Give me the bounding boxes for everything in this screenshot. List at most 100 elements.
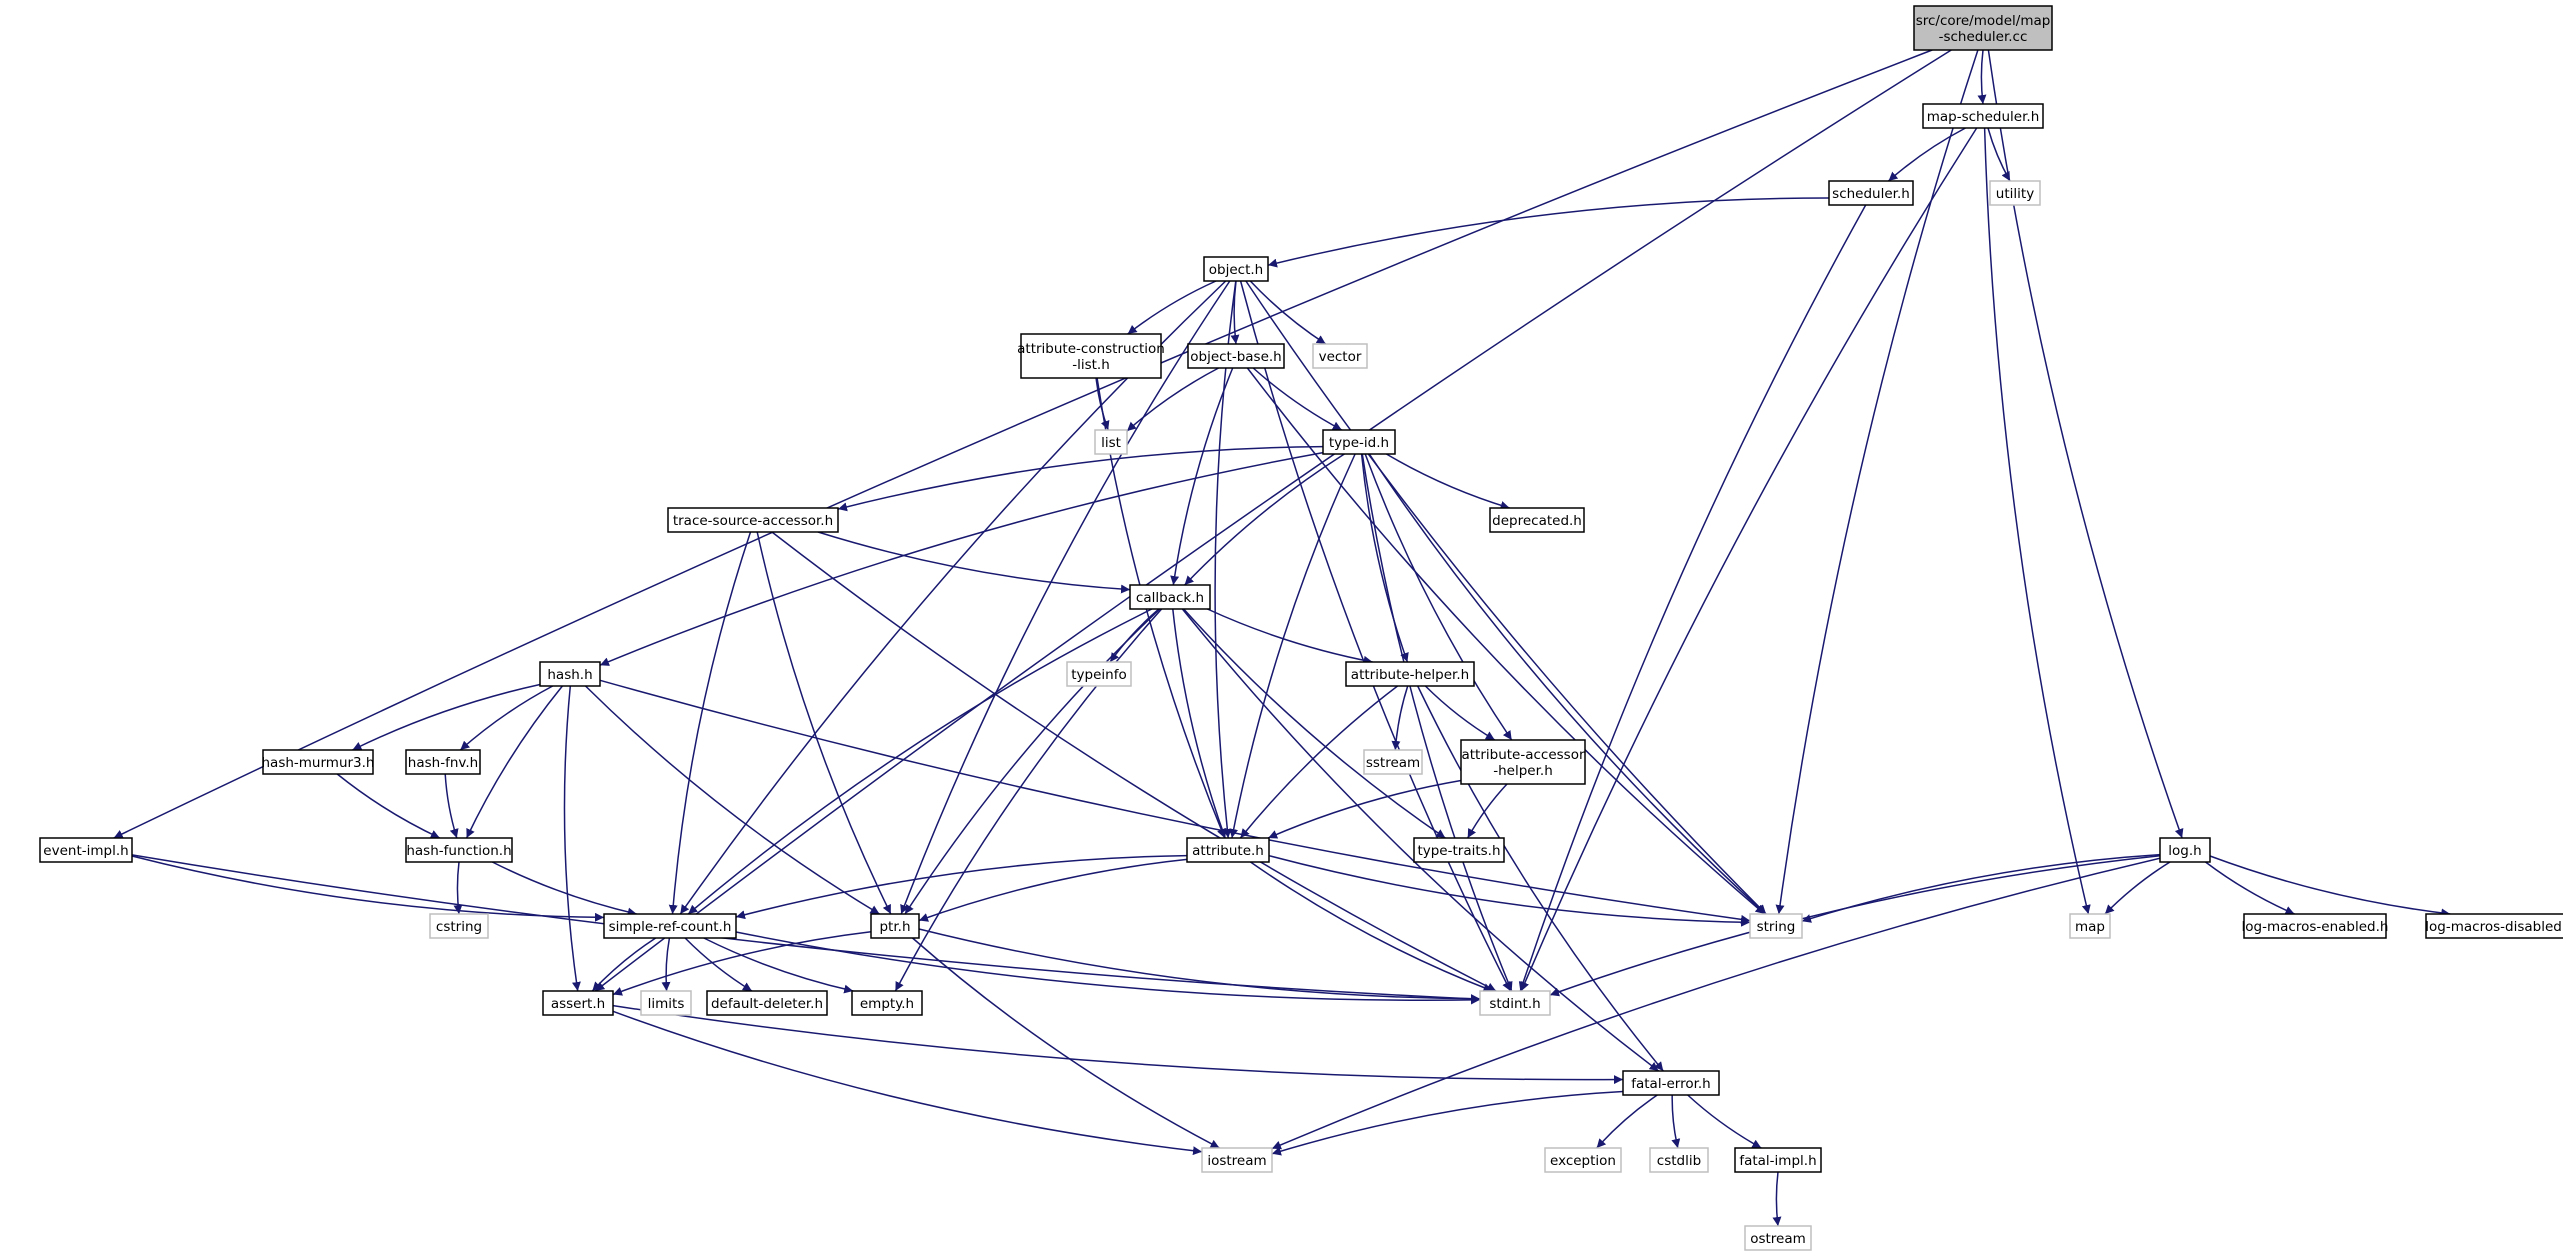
edge-attribute-h-to-ptr-h bbox=[918, 858, 1188, 922]
node-attribute-construction-list-h[interactable]: attribute-construction-list.h bbox=[1017, 333, 1165, 379]
node-fatal-error-h[interactable]: fatal-error.h bbox=[1622, 1070, 1720, 1096]
node-box bbox=[1413, 837, 1505, 863]
edge-assert-h-to-iostream bbox=[612, 1010, 1203, 1156]
node-label: iostream bbox=[1207, 1153, 1266, 1169]
node-exception: exception bbox=[1544, 1147, 1622, 1173]
node-assert-h[interactable]: assert.h bbox=[542, 990, 614, 1016]
node-object-h[interactable]: object.h bbox=[1203, 256, 1269, 282]
edge-type-id-h-to-trace-source-accessor-h bbox=[837, 445, 1324, 512]
node-label: limits bbox=[648, 996, 685, 1012]
node-scheduler-h[interactable]: scheduler.h bbox=[1828, 180, 1914, 206]
edge-attribute-helper-h-to-attribute-accessor-helper-h bbox=[1424, 685, 1496, 741]
node-box bbox=[1201, 1147, 1273, 1173]
edge-hash-h-to-hash-fnv-h bbox=[459, 685, 554, 751]
node-box bbox=[1989, 180, 2041, 206]
edge-object-base-h-to-callback-h bbox=[1170, 367, 1234, 586]
edge-attribute-accessor-helper-h-to-attribute-h bbox=[1267, 779, 1462, 839]
edge-hash-function-h-to-cstring bbox=[453, 861, 463, 915]
node-label: fatal-error.h bbox=[1631, 1076, 1711, 1092]
node-cstring: cstring bbox=[429, 913, 489, 939]
node-box bbox=[2425, 913, 2563, 939]
node-root[interactable]: src/core/model/map-scheduler.cc bbox=[1913, 5, 2053, 51]
node-ptr-h[interactable]: ptr.h bbox=[870, 913, 920, 939]
node-simple-ref-count-h[interactable]: simple-ref-count.h bbox=[603, 913, 737, 939]
node-default-deleter-h[interactable]: default-deleter.h bbox=[706, 990, 828, 1016]
node-label: assert.h bbox=[551, 996, 605, 1012]
node-trace-source-accessor-h[interactable]: trace-source-accessor.h bbox=[667, 507, 839, 533]
node-type-traits-h[interactable]: type-traits.h bbox=[1413, 837, 1505, 863]
node-attribute-h[interactable]: attribute.h bbox=[1186, 837, 1270, 863]
node-box bbox=[1734, 1147, 1822, 1173]
node-label: log.h bbox=[2168, 843, 2201, 859]
node-typeinfo: typeinfo bbox=[1066, 661, 1132, 687]
node-label: log-macros-disabled.h bbox=[2425, 919, 2563, 935]
node-label: event-impl.h bbox=[43, 843, 128, 859]
node-label: empty.h bbox=[860, 996, 914, 1012]
node-label: map bbox=[2075, 919, 2105, 935]
node-empty-h[interactable]: empty.h bbox=[851, 990, 923, 1016]
node-type-id-h[interactable]: type-id.h bbox=[1322, 429, 1396, 455]
edge-scheduler-h-to-stdint-h bbox=[1518, 204, 1867, 992]
node-log-macros-disabled-h[interactable]: log-macros-disabled.h bbox=[2425, 913, 2563, 939]
node-hash-h[interactable]: hash.h bbox=[539, 661, 601, 687]
node-label: string bbox=[1757, 919, 1796, 935]
node-box bbox=[1345, 661, 1475, 687]
edge-fatal-impl-h-to-ostream bbox=[1772, 1171, 1782, 1227]
node-map-scheduler-h[interactable]: map-scheduler.h bbox=[1922, 103, 2044, 129]
edge-root-to-assert-h bbox=[594, 49, 1952, 992]
node-label: src/core/model/map bbox=[1916, 13, 2051, 29]
node-box bbox=[1828, 180, 1914, 206]
node-hash-fnv-h[interactable]: hash-fnv.h bbox=[405, 749, 481, 775]
node-hash-function-h[interactable]: hash-function.h bbox=[405, 837, 513, 863]
node-log-macros-enabled-h[interactable]: log-macros-enabled.h bbox=[2242, 913, 2389, 939]
node-label: -list.h bbox=[1072, 357, 1110, 373]
node-box bbox=[1129, 584, 1211, 610]
node-attribute-helper-h[interactable]: attribute-helper.h bbox=[1345, 661, 1475, 687]
edge-type-id-h-to-attribute-helper-h bbox=[1360, 453, 1409, 663]
nodes-layer: src/core/model/map-scheduler.cc map-sched… bbox=[39, 5, 2563, 1251]
edge-object-base-h-to-type-id-h bbox=[1252, 367, 1343, 431]
edge-type-id-h-to-callback-h bbox=[1184, 453, 1345, 586]
edge-log-h-to-map bbox=[2104, 861, 2171, 915]
node-box bbox=[706, 990, 828, 1016]
edge-simple-ref-count-h-to-limits bbox=[661, 937, 671, 992]
edge-root-to-event-impl-h bbox=[113, 49, 1933, 839]
node-label: attribute-accessor bbox=[1461, 747, 1585, 763]
node-box bbox=[429, 913, 489, 939]
edge-object-h-to-vector bbox=[1249, 280, 1327, 345]
node-box bbox=[1544, 1147, 1622, 1173]
node-label: callback.h bbox=[1136, 590, 1204, 606]
node-label: ostream bbox=[1750, 1231, 1806, 1247]
node-map: map bbox=[2069, 913, 2111, 939]
node-box bbox=[1744, 1225, 1812, 1251]
edge-object-base-h-to-list bbox=[1126, 367, 1219, 432]
edge-map-scheduler-h-to-scheduler-h bbox=[1888, 127, 1966, 182]
node-label: list bbox=[1101, 435, 1121, 451]
edge-type-id-h-to-stdint-h bbox=[1361, 453, 1513, 992]
node-utility: utility bbox=[1989, 180, 2041, 206]
node-deprecated-h[interactable]: deprecated.h bbox=[1489, 507, 1585, 533]
edge-ptr-h-to-stdint-h bbox=[918, 928, 1481, 1004]
node-label: log-macros-enabled.h bbox=[2242, 919, 2389, 935]
node-label: -helper.h bbox=[1493, 763, 1553, 779]
edge-hash-h-to-ptr-h bbox=[584, 685, 880, 915]
node-label: scheduler.h bbox=[1832, 186, 1910, 202]
node-box bbox=[1649, 1147, 1709, 1173]
edge-type-id-h-to-deprecated-h bbox=[1386, 453, 1510, 510]
edge-callback-h-to-fatal-error-h bbox=[1181, 608, 1660, 1072]
node-box bbox=[667, 507, 839, 533]
edge-assert-h-to-fatal-error-h bbox=[612, 1004, 1624, 1085]
edge-fatal-error-h-to-exception bbox=[1596, 1094, 1658, 1149]
node-label: map-scheduler.h bbox=[1927, 109, 2040, 125]
node-box bbox=[542, 990, 614, 1016]
node-object-base-h[interactable]: object-base.h bbox=[1187, 343, 1285, 369]
node-fatal-impl-h[interactable]: fatal-impl.h bbox=[1734, 1147, 1822, 1173]
node-callback-h[interactable]: callback.h bbox=[1129, 584, 1211, 610]
node-vector: vector bbox=[1312, 343, 1368, 369]
node-event-impl-h[interactable]: event-impl.h bbox=[39, 837, 133, 863]
node-hash-murmur3-h[interactable]: hash-murmur3.h bbox=[261, 749, 375, 775]
node-attribute-accessor-helper-h[interactable]: attribute-accessor-helper.h bbox=[1460, 739, 1586, 785]
node-log-h[interactable]: log.h bbox=[2159, 837, 2211, 863]
node-box bbox=[1066, 661, 1132, 687]
